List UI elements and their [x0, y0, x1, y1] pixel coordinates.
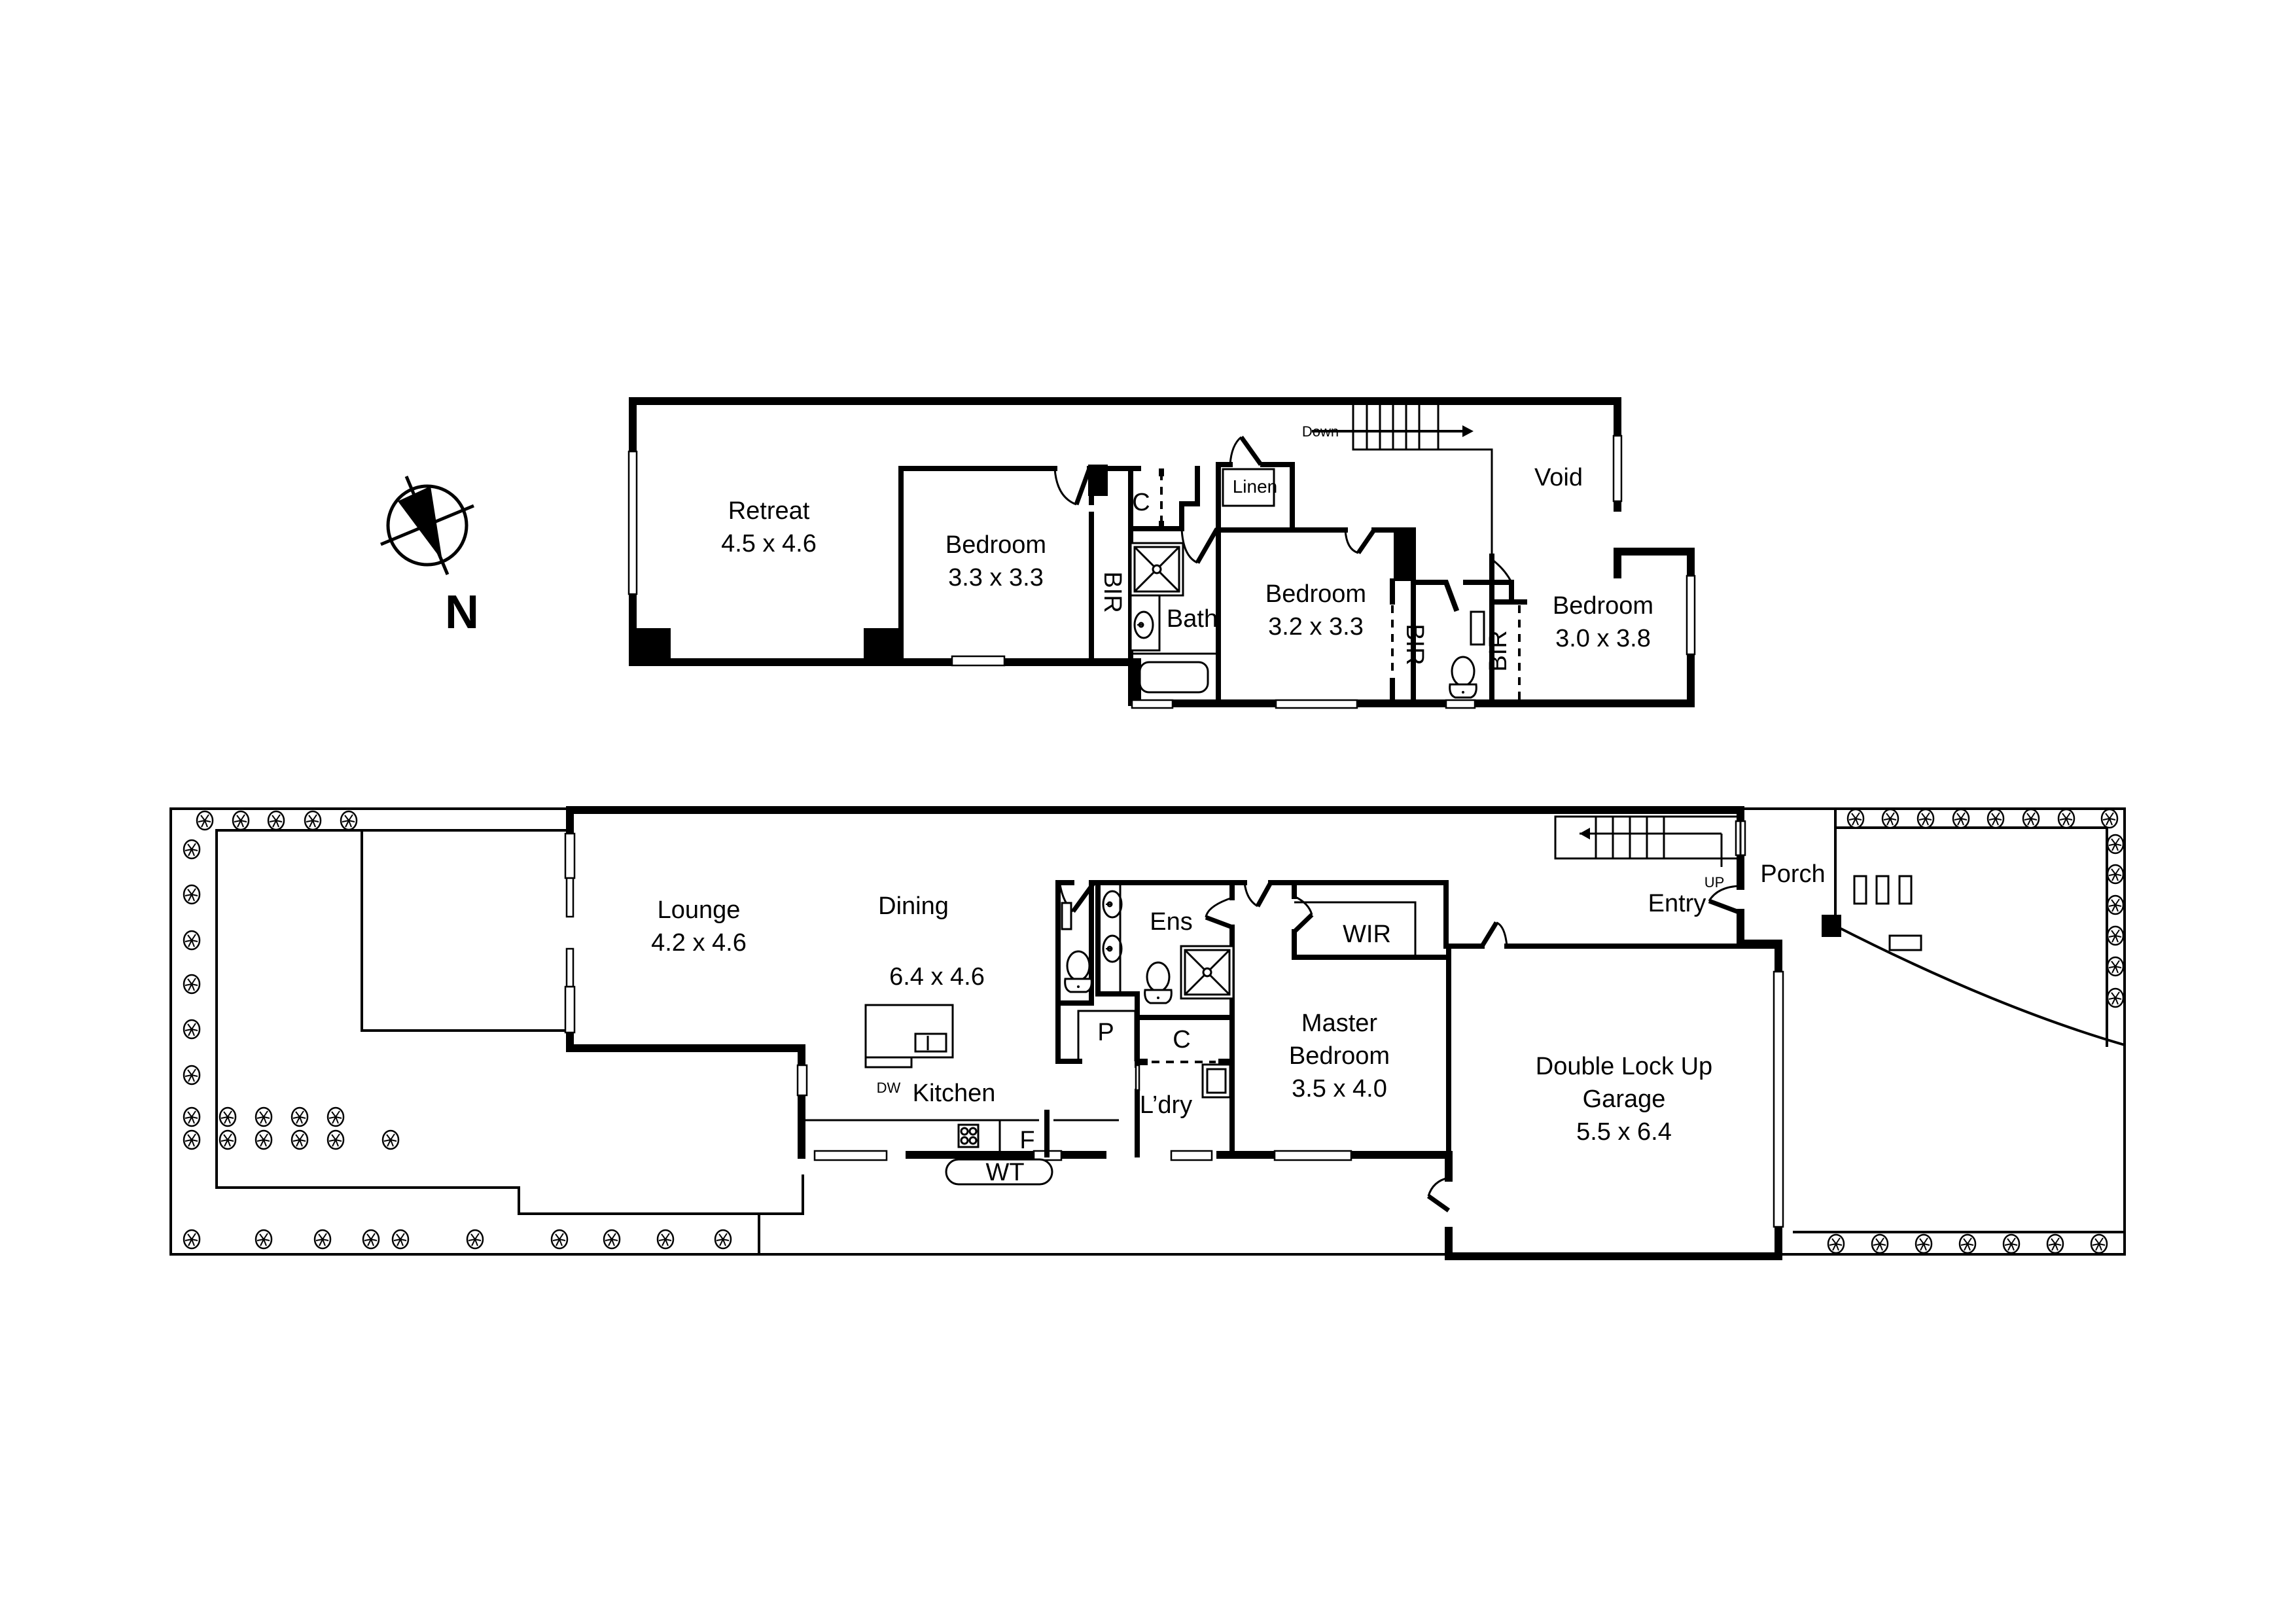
north-arrow-icon [380, 476, 474, 575]
water-tank-label: WT [985, 1159, 1024, 1186]
cupboard-label: C [1132, 489, 1150, 516]
bedroom-a-dims: 3.3 x 3.3 [948, 564, 1044, 591]
stairs-down-label: Down [1302, 423, 1339, 440]
bedroom-b-label: Bedroom [1265, 580, 1366, 608]
laundry-label: L’dry [1140, 1091, 1192, 1119]
porch-label: Porch [1760, 860, 1825, 888]
upper-floor [627, 397, 1696, 709]
window [1686, 574, 1696, 656]
bedroom-c-dims: 3.0 x 3.8 [1555, 625, 1651, 652]
lounge-dims: 4.2 x 4.6 [651, 929, 747, 957]
north-label: N [445, 586, 479, 639]
window [796, 1064, 808, 1097]
bir-b-label: BIR [1401, 624, 1428, 665]
wir-label: WIR [1343, 921, 1391, 948]
dining-dims: 6.4 x 4.6 [889, 963, 985, 991]
linen-label: Linen [1233, 476, 1278, 497]
window [1445, 699, 1476, 709]
garage-door [1773, 970, 1784, 1228]
bedroom-b-dims: 3.2 x 3.3 [1268, 613, 1364, 641]
window [564, 832, 576, 879]
garage-dims: 5.5 x 6.4 [1576, 1118, 1672, 1146]
window [564, 985, 576, 1034]
window [1170, 1150, 1213, 1161]
window [1273, 1150, 1352, 1161]
garage-label-line2: Garage [1583, 1086, 1666, 1113]
bedroom-a-label: Bedroom [945, 531, 1046, 559]
master-label-line2: Bedroom [1289, 1042, 1390, 1070]
sliding-door [565, 947, 574, 988]
bath-label: Bath [1167, 605, 1218, 633]
retreat-label: Retreat [728, 497, 810, 525]
sliding-door [565, 877, 574, 918]
window [627, 450, 638, 595]
master-dims: 3.5 x 4.0 [1292, 1075, 1387, 1103]
lounge-label: Lounge [658, 896, 741, 924]
bir-a-label: BIR [1099, 571, 1126, 612]
window [813, 1150, 888, 1161]
window [1612, 434, 1623, 503]
dishwasher-label: DW [877, 1080, 901, 1096]
kitchen-label: Kitchen [913, 1080, 996, 1107]
ensuite-label: Ens [1150, 908, 1192, 936]
master-label-line1: Master [1301, 1010, 1377, 1037]
retreat-dims: 4.5 x 4.6 [721, 530, 817, 557]
garage-label-line1: Double Lock Up [1536, 1053, 1712, 1080]
ground-floor [169, 806, 2126, 1260]
dining-label: Dining [878, 892, 949, 920]
staircase [1554, 815, 1742, 867]
entry-label: Entry [1648, 890, 1706, 917]
water-tank [945, 1158, 1053, 1186]
window [1131, 699, 1174, 709]
void-label: Void [1534, 464, 1583, 491]
fridge-label: F [1019, 1127, 1034, 1154]
window [1275, 699, 1358, 709]
staircase [1312, 400, 1493, 556]
stairs-up-label: UP [1704, 874, 1725, 891]
pantry-label: P [1097, 1019, 1114, 1046]
bir-c-label: BIR [1485, 630, 1512, 671]
cupboard-label: C [1173, 1026, 1190, 1053]
bedroom-c-label: Bedroom [1553, 592, 1653, 620]
window [951, 655, 1006, 667]
